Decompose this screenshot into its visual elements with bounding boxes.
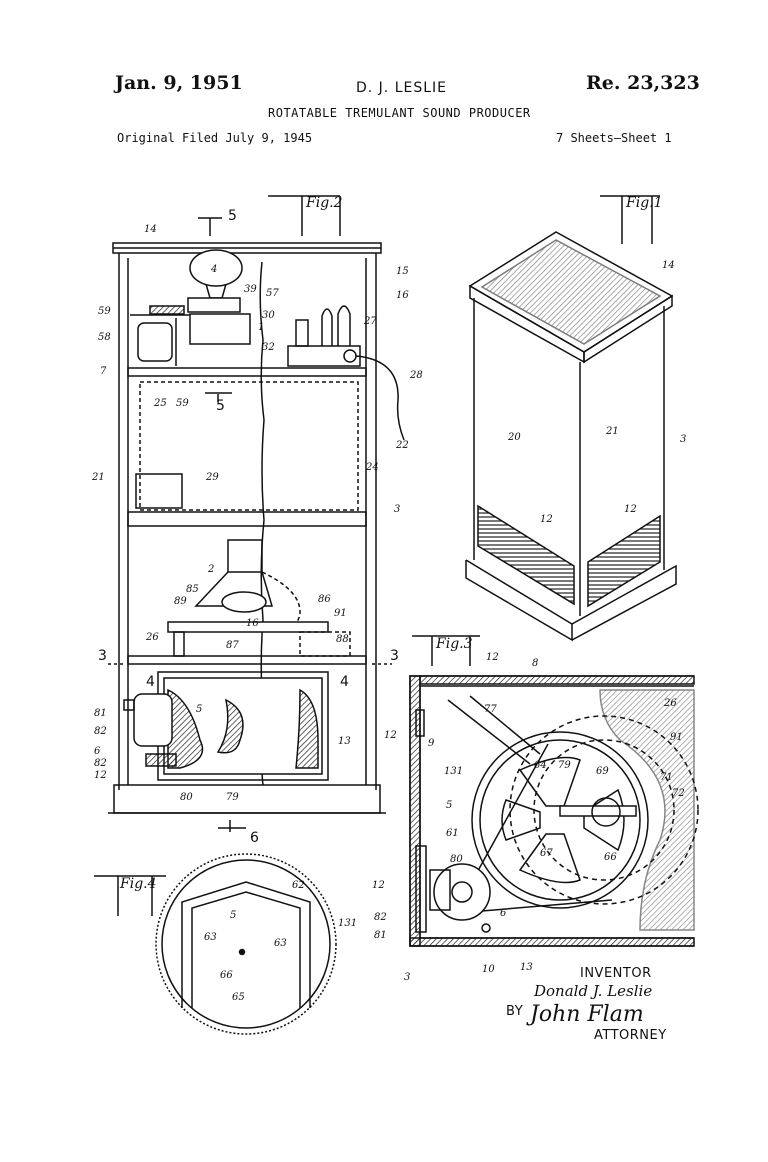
ref-numeral: 64 xyxy=(534,760,547,771)
ref-numeral: 8 xyxy=(532,658,538,669)
fig4-title: Fig.4 xyxy=(119,876,157,892)
fig2-title: Fig.2 xyxy=(305,195,343,211)
ref-numeral: 79 xyxy=(226,792,239,803)
fig3-title: Fig.3 xyxy=(435,636,473,652)
ref-numeral: 3 xyxy=(394,504,400,515)
ref-numeral: 22 xyxy=(395,440,409,451)
ref-numeral: 81 xyxy=(94,708,107,719)
ref-numeral: 5 xyxy=(196,704,202,715)
by-label: BY xyxy=(506,1004,523,1019)
ref-numeral: 62 xyxy=(292,880,305,891)
figure-3 xyxy=(410,636,698,946)
ref-numeral: 82 xyxy=(374,912,387,923)
ref-numeral: 2 xyxy=(207,564,214,575)
attorney-heading: ATTORNEY xyxy=(594,1028,667,1043)
section-mark-4-right: 4 xyxy=(340,674,349,690)
ref-numeral: 91 xyxy=(670,732,683,743)
ref-numeral: 63 xyxy=(274,938,287,949)
ref-numeral: 81 xyxy=(374,930,387,941)
ref-numeral: 71 xyxy=(660,772,673,783)
ref-numeral: 72 xyxy=(672,788,685,799)
ref-numeral: 82 xyxy=(94,758,107,769)
section-mark-6: 6 xyxy=(250,830,259,846)
ref-numeral: 7 xyxy=(100,366,107,377)
ref-numeral: 16 xyxy=(396,290,409,301)
ref-numeral: 58 xyxy=(98,332,111,343)
ref-numeral: 4 xyxy=(210,264,217,275)
ref-numeral: 3 xyxy=(680,434,686,445)
ref-numeral: 77 xyxy=(484,704,497,715)
ref-numeral: 87 xyxy=(226,640,239,651)
ref-numeral: 25 xyxy=(153,398,167,409)
ref-numeral: 27 xyxy=(363,316,377,327)
ref-numeral: 5 xyxy=(446,800,452,811)
ref-numeral: 12 xyxy=(540,514,553,525)
ref-numeral: 57 xyxy=(266,288,279,299)
ref-numeral: 89 xyxy=(174,596,187,607)
ref-numeral: 80 xyxy=(180,792,193,803)
ref-numeral: 9 xyxy=(428,738,435,749)
ref-numeral: 79 xyxy=(558,760,571,771)
ref-numeral: 91 xyxy=(334,608,347,619)
ref-numeral: 32 xyxy=(262,342,275,353)
ref-numeral: 26 xyxy=(663,698,677,709)
ref-numeral: 21 xyxy=(91,472,105,483)
ref-numeral: 82 xyxy=(94,726,107,737)
ref-numeral: 29 xyxy=(205,472,219,483)
inventor-heading: INVENTOR xyxy=(580,966,652,981)
ref-numeral: 13 xyxy=(338,736,351,747)
ref-numeral: 6 xyxy=(500,908,507,919)
ref-numeral: 12 xyxy=(624,504,637,515)
ref-numeral: 3 xyxy=(404,972,410,983)
ref-numeral: 85 xyxy=(186,584,199,595)
ref-numeral: 59 xyxy=(176,398,189,409)
ref-numeral: 14 xyxy=(662,260,675,271)
ref-numeral: 5 xyxy=(230,910,236,921)
section-mark-5-mid: 5 xyxy=(216,398,225,414)
inventor-signature: Donald J. Leslie xyxy=(534,982,652,1000)
ref-numeral: 59 xyxy=(98,306,111,317)
ref-numeral: 67 xyxy=(540,848,553,859)
ref-numeral: 80 xyxy=(450,854,463,865)
ref-numeral: 15 xyxy=(396,266,409,277)
section-mark-4-left: 4 xyxy=(146,674,155,690)
ref-numeral: 66 xyxy=(604,852,617,863)
ref-numeral: 16 xyxy=(246,618,259,629)
ref-numeral: 1 xyxy=(258,322,264,333)
ref-numeral: 12 xyxy=(94,770,107,781)
ref-numeral: 6 xyxy=(94,746,101,757)
ref-numeral: 26 xyxy=(145,632,159,643)
ref-numeral: 86 xyxy=(318,594,331,605)
fig1-title: Fig.1 xyxy=(625,195,663,211)
fig4-reference-numerals: 62 5 131 63 63 66 65 xyxy=(204,880,357,1003)
ref-numeral: 12 xyxy=(486,652,499,663)
section-mark-3-right: 3 xyxy=(390,648,399,664)
attorney-signature: John Flam xyxy=(530,1002,644,1027)
ref-numeral: 39 xyxy=(244,284,257,295)
ref-numeral: 13 xyxy=(520,962,533,973)
ref-numeral: 10 xyxy=(482,964,495,975)
ref-numeral: 131 xyxy=(444,766,463,777)
figure-1 xyxy=(466,196,676,640)
ref-numeral: 20 xyxy=(507,432,521,443)
section-mark-5-top: 5 xyxy=(228,208,237,224)
ref-numeral: 24 xyxy=(365,462,379,473)
ref-numeral: 61 xyxy=(446,828,459,839)
ref-numeral: 30 xyxy=(262,310,275,321)
ref-numeral: 63 xyxy=(204,932,217,943)
ref-numeral: 21 xyxy=(605,426,619,437)
ref-numeral: 88 xyxy=(336,634,349,645)
ref-numeral: 12 xyxy=(372,880,385,891)
section-mark-3-left: 3 xyxy=(98,648,107,664)
ref-numeral: 66 xyxy=(220,970,233,981)
ref-numeral: 65 xyxy=(232,992,245,1003)
ref-numeral: 12 xyxy=(384,730,397,741)
ref-numeral: 28 xyxy=(409,370,423,381)
ref-numeral: 14 xyxy=(144,224,157,235)
ref-numeral: 69 xyxy=(596,766,609,777)
ref-numeral: 131 xyxy=(338,918,357,929)
